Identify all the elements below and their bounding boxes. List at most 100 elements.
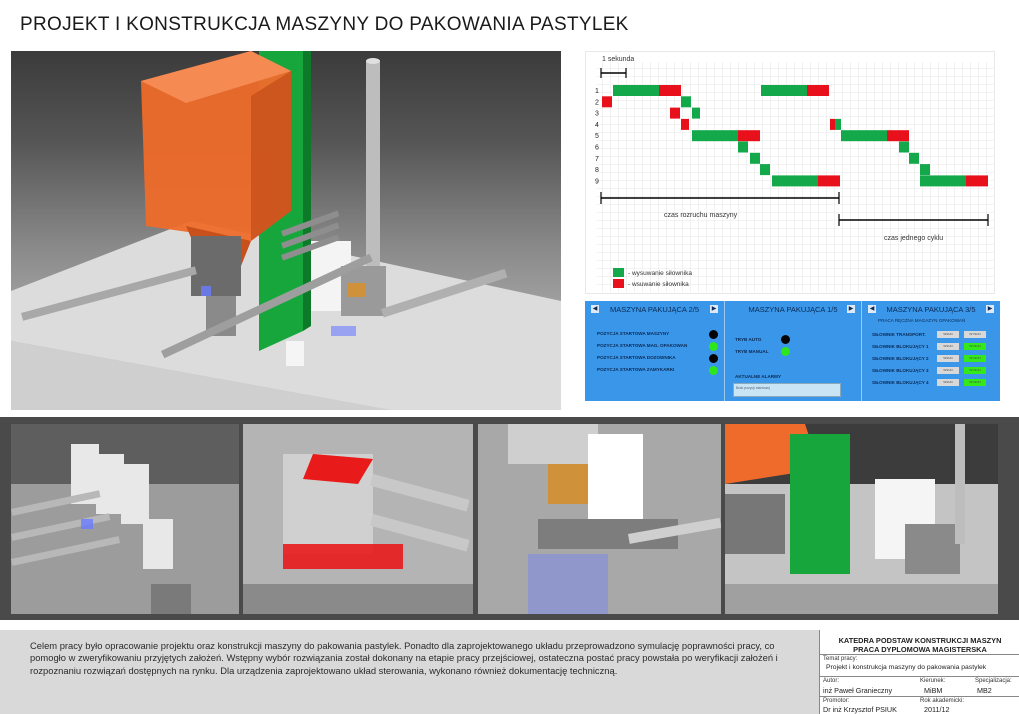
retract-button[interactable]: WSUN	[937, 343, 959, 350]
extend-button[interactable]: WYSUN	[964, 355, 986, 362]
author-label: Autor:	[823, 678, 840, 684]
thesis-title-block: KATEDRA PODSTAW KONSTRUKCJI MASZYN PRACA…	[819, 630, 1019, 714]
cylinder-label: SIŁOWNIK BLOKUJĄCY 3	[872, 368, 929, 373]
poster-title: PROJEKT I KONSTRUKCJA MASZYNY DO PAKOWAN…	[20, 14, 629, 35]
extend-segment	[920, 175, 966, 187]
author-row: Autor: inż Paweł Granieczny Kierunek: Mi…	[820, 676, 1019, 696]
legend-extend-label: - wysuwanie siłownika	[628, 270, 692, 277]
retract-segment	[807, 85, 829, 96]
retract-segment	[966, 175, 988, 187]
next-screen-button[interactable]: ▶	[986, 305, 994, 313]
hmi-panel-title: MASZYNA PAKUJĄCA 3/5	[886, 304, 976, 314]
timing-row-label: 9	[595, 178, 599, 185]
render-machine-overview	[725, 424, 998, 614]
cylinder-label: SIŁOWNIK TRANSPORT.	[872, 332, 926, 337]
hmi-panel-title: MASZYNA PAKUJĄCA 2/5	[609, 304, 700, 314]
retract-button[interactable]: WSUN	[937, 379, 959, 386]
author-value: inż Paweł Granieczny	[823, 686, 893, 695]
status-label: POZYCJA STARTOWA MASZYNY	[597, 331, 670, 336]
timing-row-label: 3	[595, 111, 599, 118]
retract-button[interactable]: WSUN	[937, 355, 959, 362]
timing-row-label: 2	[595, 99, 599, 106]
hmi-screens: ◀ MASZYNA PAKUJĄCA 2/5 ▶ POZYCJA STARTOW…	[585, 301, 1000, 401]
timing-scale-label: 1 sekunda	[602, 56, 634, 63]
render-dosing-unit	[243, 424, 473, 614]
extend-segment	[760, 164, 770, 176]
mode-auto-label: TRYB AUTO	[735, 337, 762, 342]
extend-segment	[920, 164, 930, 176]
cycle-time-label: czas jednego cyklu	[884, 235, 943, 242]
extend-segment	[761, 85, 807, 96]
next-screen-button[interactable]: ▶	[710, 305, 718, 313]
extend-segment	[692, 107, 700, 119]
status-indicator	[709, 330, 718, 339]
retract-segment	[830, 118, 835, 130]
year-label: Rok akademicki:	[920, 698, 965, 704]
extend-button[interactable]: WYSUN	[964, 379, 986, 386]
extend-segment	[613, 85, 659, 96]
extend-segment	[772, 175, 818, 187]
promoter-label: Promotor:	[823, 698, 850, 704]
alarm-list: Brak pozycji startowej	[733, 383, 841, 397]
thesis-type: PRACA DYPLOMOWA MAGISTERSKA	[853, 645, 987, 654]
retract-segment	[887, 130, 909, 142]
machine-render-image	[11, 51, 561, 410]
render-closing-unit	[478, 424, 721, 614]
extend-button[interactable]: WYSUN	[964, 367, 986, 374]
timing-row-label: 8	[595, 167, 599, 174]
extend-segment	[750, 152, 760, 164]
timing-row-label: 7	[595, 156, 599, 163]
legend-extend-swatch	[613, 268, 624, 277]
status-label: POZYCJA STARTOWA DOZOWNIKA	[597, 355, 676, 360]
extend-segment	[835, 118, 841, 130]
retract-segment	[602, 96, 612, 108]
description-panel: Celem pracy było opracowanie projektu or…	[0, 630, 819, 714]
extend-segment	[841, 130, 887, 142]
status-label: POZYCJA STARTOWA ZAMYKARKI	[597, 367, 675, 372]
startup-time-label: czas rozruchu maszyny	[664, 212, 738, 219]
extend-button[interactable]: WYSUN	[964, 331, 986, 338]
promoter-row: Promotor: Dr inż Krzysztof PSIUK Rok aka…	[820, 696, 1019, 714]
render-package-magazine	[11, 424, 239, 614]
detail-render-strip	[0, 417, 1019, 620]
prev-screen-button[interactable]: ◀	[591, 305, 599, 313]
topic-cell: Temat pracy: Projekt i konstrukcja maszy…	[820, 654, 1019, 676]
topic-label: Temat pracy:	[823, 656, 858, 662]
extend-button[interactable]: WYSUN	[964, 343, 986, 350]
status-indicator	[709, 366, 718, 375]
mode-manual-button[interactable]	[781, 347, 790, 356]
retract-segment	[659, 85, 681, 96]
retract-segment	[670, 107, 680, 119]
retract-segment	[818, 175, 840, 187]
hmi-panel-subtitle: PRACA RĘCZNA MAGAZYN OPAKOWAŃ	[878, 318, 966, 323]
hmi-panel-3-of-5: ◀ MASZYNA PAKUJĄCA 3/5 ▶ PRACA RĘCZNA MA…	[862, 301, 1000, 401]
extend-segment	[899, 141, 909, 153]
status-label: POZYCJA STARTOWA MAG. OPAKOWAN	[597, 343, 688, 348]
alarms-label: AKTUALNE ALARMY	[735, 374, 782, 379]
mode-manual-label: TRYB MANUAL	[735, 349, 769, 354]
status-indicator	[709, 342, 718, 351]
timing-row-label: 1	[595, 88, 599, 95]
field-value: MiBM	[924, 686, 943, 695]
legend-retract-label: - wsuwanie siłownika	[628, 281, 689, 288]
retract-segment	[681, 118, 689, 130]
topic-value: Projekt i konstrukcja maszyny do pakowan…	[826, 664, 987, 671]
mode-auto-button[interactable]	[781, 335, 790, 344]
extend-segment	[692, 130, 738, 142]
retract-button[interactable]: WSUN	[937, 331, 959, 338]
retract-button[interactable]: WSUN	[937, 367, 959, 374]
status-indicator	[709, 354, 718, 363]
description-text: Celem pracy było opracowanie projektu or…	[30, 640, 778, 676]
promoter-value: Dr inż Krzysztof PSIUK	[823, 705, 897, 714]
extend-segment	[738, 141, 748, 153]
specialization-label: Specjalizacja:	[975, 678, 1012, 684]
main-machine-render	[11, 51, 561, 410]
prev-screen-button[interactable]: ◀	[868, 305, 876, 313]
timing-row-label: 5	[595, 133, 599, 140]
specialization-value: MB2	[977, 686, 992, 695]
next-screen-button[interactable]: ▶	[847, 305, 855, 313]
timing-row-label: 4	[595, 122, 599, 129]
retract-segment	[738, 130, 760, 142]
